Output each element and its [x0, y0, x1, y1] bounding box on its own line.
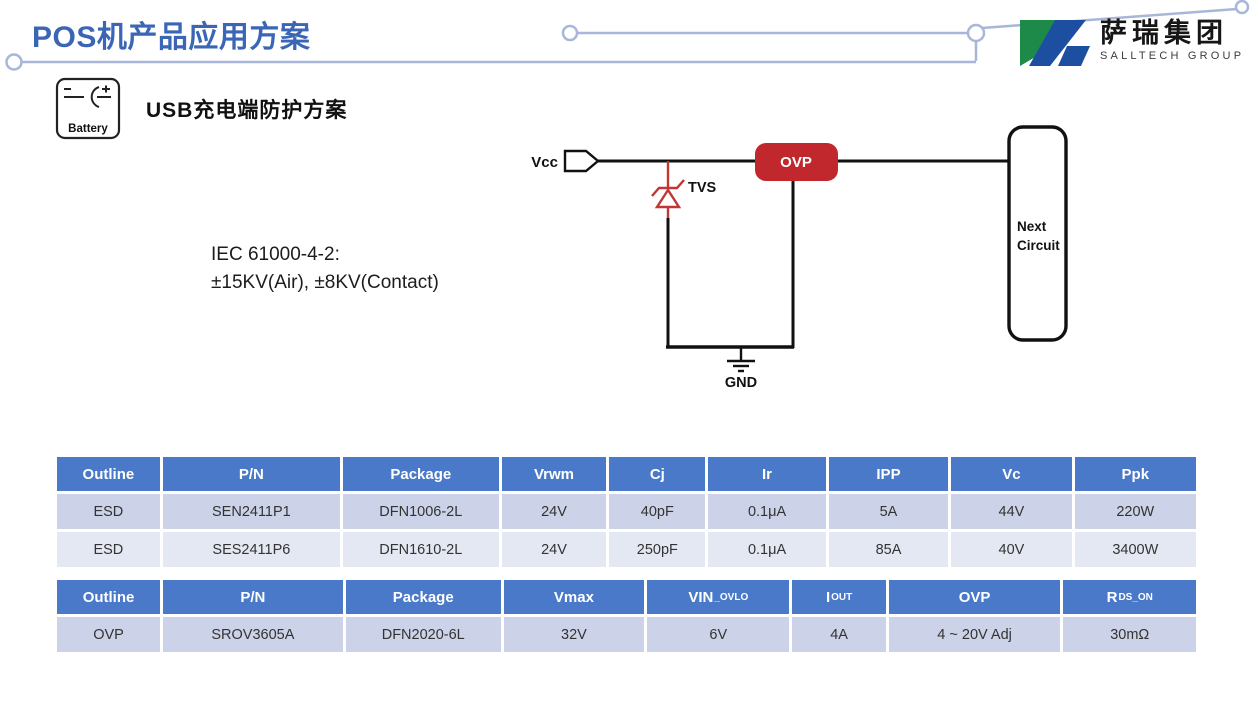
- logo-cn-text: 萨瑞集团: [1100, 18, 1228, 48]
- ovp-block: [755, 143, 838, 181]
- circuit-diagram: Vcc TVS OVP GND Next Circuit: [531, 125, 1068, 391]
- body-cell: 220W: [1074, 494, 1196, 529]
- iec-note-line2: ±15KV(Air), ±8KV(Contact): [211, 272, 439, 293]
- header-cell: Outline: [57, 457, 160, 491]
- body-cell: SES2411P6: [162, 532, 340, 567]
- battery-icon-label: Battery: [68, 123, 108, 135]
- header-cell: Ppk: [1074, 457, 1196, 491]
- header-cell: Vrwm: [501, 457, 607, 491]
- header-cell: Package: [345, 580, 501, 614]
- page-title: POS机产品应用方案: [32, 21, 311, 54]
- body-cell: ESD: [57, 532, 160, 567]
- body-cell: 4A: [792, 617, 886, 652]
- body-cell: 24V: [501, 494, 607, 529]
- body-cell: 24V: [501, 532, 607, 567]
- vcc-connector-icon: [563, 149, 600, 173]
- ovp-label: OVP: [780, 154, 812, 171]
- body-cell: 40V: [951, 532, 1072, 567]
- logo-en-text: SALLTECH GROUP: [1100, 50, 1245, 62]
- tvs-label: TVS: [688, 180, 717, 196]
- company-logo: 萨瑞集团 SALLTECH GROUP: [1018, 18, 1244, 68]
- header-cell: Ir: [708, 457, 826, 491]
- body-cell: DFN1006-2L: [342, 494, 499, 529]
- iec-note-line1: IEC 61000-4-2:: [211, 244, 340, 265]
- ground-symbol-icon: [727, 347, 755, 373]
- gnd-label: GND: [725, 375, 757, 391]
- body-cell: SROV3605A: [163, 617, 343, 652]
- body-cell: 0.1μA: [708, 532, 826, 567]
- body-cell: 44V: [951, 494, 1072, 529]
- header-cell: P/N: [162, 457, 340, 491]
- body-cell: 32V: [503, 617, 645, 652]
- body-cell: OVP: [57, 617, 161, 652]
- body-cell: 85A: [828, 532, 949, 567]
- header-cell: Vmax: [503, 580, 645, 614]
- header-cell: P/N: [163, 580, 343, 614]
- header-cell: VIN_OVLO: [647, 580, 790, 614]
- body-cell: 30mΩ: [1063, 617, 1196, 652]
- vcc-label: Vcc: [531, 154, 558, 171]
- body-cell: 0.1μA: [708, 494, 826, 529]
- body-cell: 40pF: [609, 494, 706, 529]
- tvs-diode-icon: [651, 161, 685, 218]
- header-cell: Package: [342, 457, 499, 491]
- body-cell: 250pF: [609, 532, 706, 567]
- header-cell: Vc: [951, 457, 1072, 491]
- header-cell: Cj: [609, 457, 706, 491]
- body-cell: SEN2411P1: [162, 494, 340, 529]
- section-heading: USB充电端防护方案: [146, 99, 348, 122]
- next-circuit-label-line2: Circuit: [1017, 238, 1060, 253]
- battery-icon: Battery: [55, 77, 121, 140]
- body-cell: ESD: [57, 494, 160, 529]
- header-cell: Outline: [57, 580, 161, 614]
- header-cell: OVP: [888, 580, 1061, 614]
- body-cell: 5A: [828, 494, 949, 529]
- next-circuit-block: [1007, 125, 1068, 342]
- iec-note: IEC 61000-4-2: ±15KV(Air), ±8KV(Contact): [211, 241, 439, 297]
- body-cell: DFN2020-6L: [345, 617, 501, 652]
- body-cell: 3400W: [1074, 532, 1196, 567]
- next-circuit-label-line1: Next: [1017, 219, 1047, 234]
- body-cell: DFN1610-2L: [342, 532, 499, 567]
- logo-mark-icon: [1020, 20, 1090, 66]
- body-cell: 4 ~ 20V Adj: [888, 617, 1061, 652]
- header-cell: IPP: [828, 457, 949, 491]
- body-cell: 6V: [647, 617, 790, 652]
